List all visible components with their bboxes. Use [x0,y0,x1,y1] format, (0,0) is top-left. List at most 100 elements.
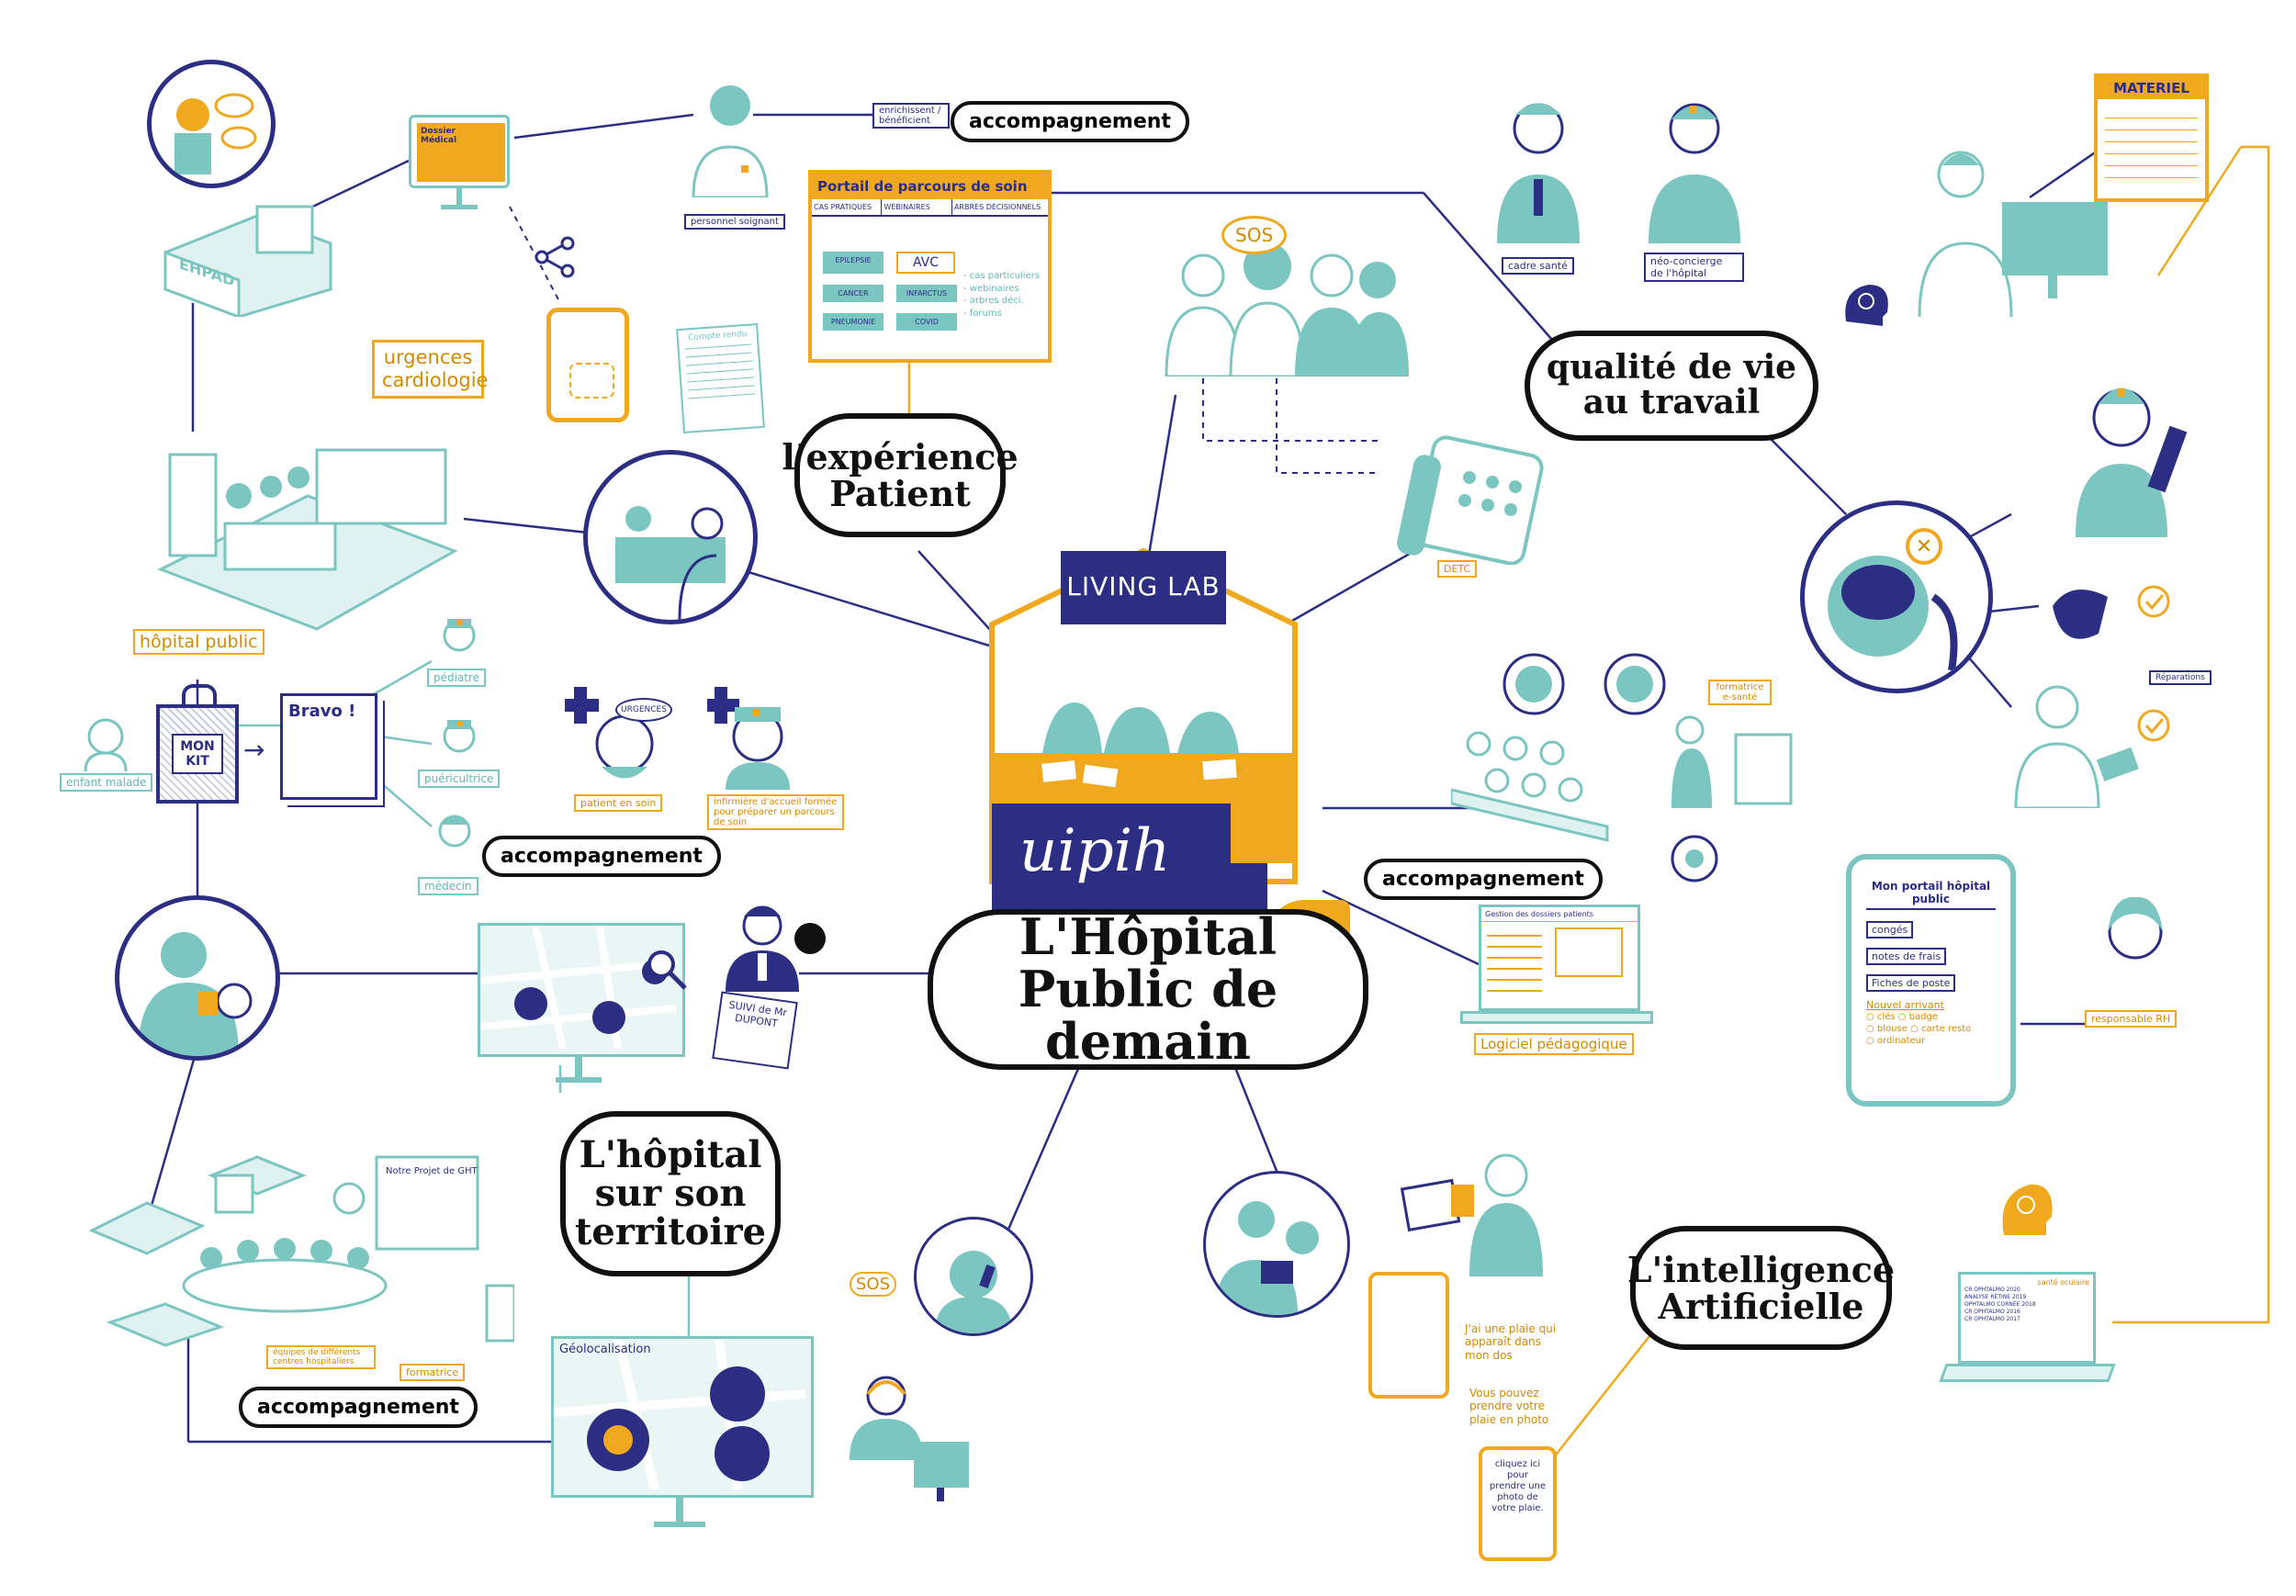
portail-cell[interactable]: AVC [896,252,955,274]
communication-circle [147,60,276,188]
ehpad-building: EHPAD [147,179,340,320]
geoloc-monitor: Géolocalisation [551,1336,814,1534]
map-monitor [478,923,685,1093]
gestion-title: Gestion des dossiers patients [1481,907,1638,922]
reparations-person: Réparations [2007,670,2212,810]
vous-pouvez-text: Vous pouvez prendre votre plaie en photo [1469,1387,1549,1426]
neo-concierge: néo-concierge de l'hôpital [1644,96,1754,294]
dossier-medical-monitor: Dossier Médical [409,115,519,220]
bravo-text: Bravo ! [288,702,356,721]
infirmiere-label: infirmière d'accueil formée pour prépare… [707,794,844,830]
living-lab-title: LIVING LAB [1066,571,1221,601]
svg-text:✕: ✕ [1916,535,1932,558]
portail-cell[interactable]: COVID [896,313,957,331]
ophtalmo-record[interactable]: CR OPHTALMO 2016 [1964,1309,2020,1316]
neo-label: néo-concierge de l'hôpital [1644,253,1744,282]
portail-tab[interactable]: ARBRES DECISIONNELS [953,203,1041,211]
cliquez-phone: cliquez ici pour prendre une photo de vo… [1479,1446,1557,1561]
portail-tab[interactable]: WEBINAIRES [882,199,952,215]
portail-parcours: Portail de parcours de soin CAS PRATIQUE… [808,170,1052,363]
main-title-line2: Public de demain [1018,960,1278,1071]
equipes-label: équipes de différents centres hospitalie… [266,1345,376,1369]
medecin: médecin [418,808,501,895]
doctor-child-circle [115,895,280,1061]
detc-label: DETC [1437,560,1478,578]
sante-oculaire-title: santé oculaire [2037,1278,2090,1287]
living-lab-booth: LIVING LAB uipih [955,542,1332,978]
portail-title: Portail de parcours de soin [812,174,1048,199]
puericultrice-label: puéricultrice [418,770,501,788]
dossier-label: Dossier Médical [421,127,457,145]
rh-check[interactable]: clés [1876,1012,1896,1022]
rh-item[interactable]: notes de frais [1866,948,1947,965]
phone-caller-circle [914,1217,1033,1336]
cadre-label: cadre santé [1502,257,1574,275]
accompagnement-top: accompagnement [951,101,1189,142]
portail-note: - cas particuliers [963,271,1040,281]
formatrice-label: formatrice [400,1364,466,1381]
rh-item[interactable]: congés [1866,921,1914,938]
patient-bed-circle [583,450,758,624]
enfant-malade: enfant malade [60,716,161,799]
portail-cell[interactable]: CANCER [823,285,884,302]
rh-nouvel: Nouvel arrivant [1866,999,1944,1011]
ai-head-icon-top [1837,275,1892,331]
portail-cell[interactable]: PNEUMONIE [823,313,884,331]
patient-en-soin: URGENCES patient en soin [562,680,684,817]
accompagnement-bottom: accompagnement [239,1387,478,1428]
materiel-sheet: MATERIEL [2094,73,2209,202]
cliquez-text[interactable]: cliquez ici pour prendre une photo de vo… [1489,1459,1547,1513]
booth-drawing [989,547,1298,978]
ophtalmo-record[interactable]: OPHTALMO CORNÉE 2018 [1964,1301,2036,1309]
mon-kit-bag: MON KIT [156,684,239,804]
kit-label: MON KIT [172,734,223,774]
sos-badge: SOS [1221,216,1288,254]
repair-technician [2066,372,2195,537]
portail-tab[interactable]: CAS PRATIQUES [812,199,883,215]
tablet-compte-rendu [546,308,629,422]
rh-check[interactable]: blouse [1876,1024,1908,1034]
formatrice-esante-label: formatrice e-santé [1708,680,1772,705]
responsable-label: responsable RH [2085,1010,2178,1028]
portail-cell[interactable]: INFARCTUS [896,285,957,302]
ophtalmo-record[interactable]: CR OPHTALMO 2020 [1964,1287,2020,1293]
enfant-label: enfant malade [60,773,153,792]
ophtalmo-record[interactable]: ANALYSE RÉTINE 2019 [1964,1294,2027,1301]
materiel-title: MATERIEL [2098,77,2205,99]
cpap-circle: ✕ [1800,500,1993,693]
bubble-qualite-vie: qualité de vie au travail [1525,331,1818,441]
suivi-person [721,900,804,992]
mask-ok [2043,569,2172,652]
medecin-label: médecin [418,877,478,895]
magnifier-icon [643,946,689,992]
ophtalmo-record[interactable]: CR OPHTALMO 2017 [1964,1316,2020,1323]
bubble-intelligence-artificielle: L'intelligence Artificielle [1627,1226,1895,1350]
sos-label-bottom: SOS [850,1272,897,1297]
cadre-sante: cadre santé [1492,96,1593,280]
portail-rh-tablet: Mon portail hôpital public congés notes … [1846,854,2016,1107]
compte-rendu-label: Compte rendu [687,329,748,343]
rh-check[interactable]: carte resto [1920,1024,1972,1034]
operator [840,1368,978,1506]
main-title-bubble: L'Hôpital Public de demain [928,909,1368,1070]
brand-logo: uipih [1019,817,1171,885]
sos-team [1148,211,1410,395]
bubble-experience-patient: l'expérience Patient [782,413,1019,537]
compte-rendu-doc: Compte rendu [676,323,765,433]
black-dot [794,923,826,954]
portail-cell[interactable]: EPILEPSIE [823,252,884,274]
pediatre-label: pédiatre [427,669,487,687]
rh-check[interactable]: badge [1908,1012,1938,1022]
portail-rh-title: Mon portail hôpital public [1866,880,1996,910]
rh-check[interactable]: ordinateur [1876,1036,1926,1046]
rh-item[interactable]: Fiches de poste [1866,974,1956,992]
geoloc-title: Géolocalisation [559,1343,651,1356]
suivi-text: SUIVI de Mr DUPONT [727,998,788,1029]
main-title-line1: L'Hôpital [1019,907,1277,967]
ai-phone [1368,1272,1449,1399]
formation-group: formatrice e-santé [1449,643,1818,891]
enrichissent-label: enrichissent / bénéficient [872,103,950,129]
responsable-rh: responsable RH [2085,895,2186,1033]
puericultrice: puéricultrice [418,716,510,799]
logiciel-label: Logiciel pédagogique [1474,1033,1634,1055]
